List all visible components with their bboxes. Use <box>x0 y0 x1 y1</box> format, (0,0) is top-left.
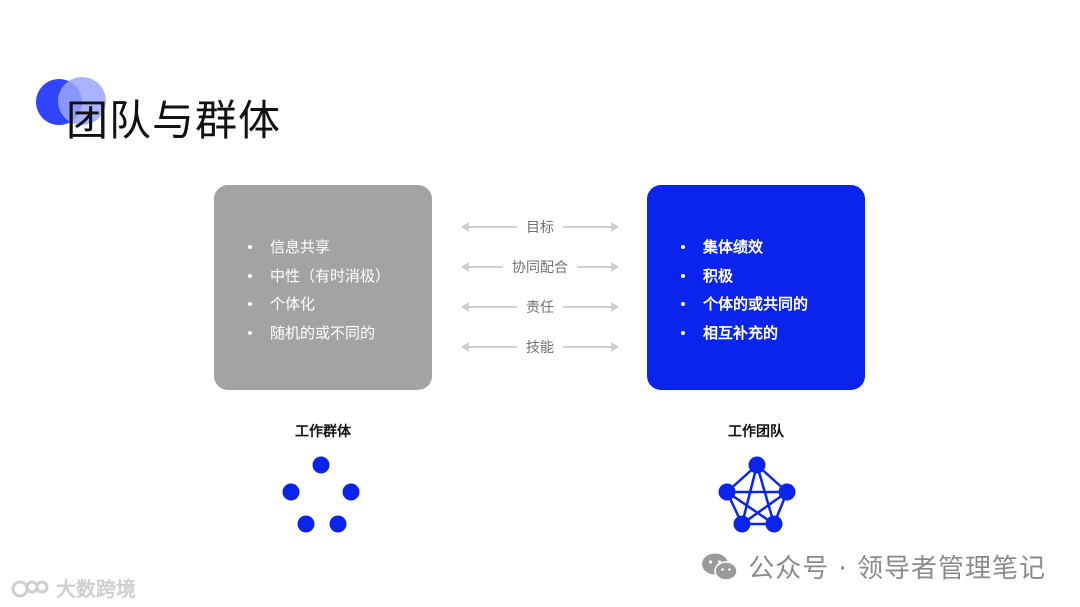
work-group-caption: 工作群体 <box>295 424 351 440</box>
node <box>718 483 736 501</box>
node <box>312 456 330 474</box>
node <box>342 483 360 501</box>
work-group-card: 信息共享 中性（有时消极） 个体化 随机的或不同的 <box>214 185 432 390</box>
list-item: 相互补充的 <box>679 319 865 348</box>
double-arrow-left-icon <box>461 222 517 232</box>
node <box>297 515 315 533</box>
list-item: 随机的或不同的 <box>246 319 432 348</box>
dimension-row-goal: 目标 <box>461 215 619 239</box>
corner-mark-text: 大数跨境 <box>56 577 136 601</box>
double-arrow-right-icon <box>563 222 619 232</box>
work-group-list: 信息共享 中性（有时消极） 个体化 随机的或不同的 <box>246 233 432 347</box>
list-item: 个体化 <box>246 290 432 319</box>
title-decoration <box>36 77 116 137</box>
node <box>778 483 796 501</box>
dimension-label: 责任 <box>526 300 554 316</box>
dimension-row-skills: 技能 <box>461 335 619 359</box>
node <box>329 515 347 533</box>
double-arrow-left-icon <box>461 342 517 352</box>
group-nodes-icon <box>282 456 360 533</box>
dimension-label: 技能 <box>526 340 554 356</box>
team-network-icon <box>718 456 796 533</box>
node <box>748 456 766 474</box>
dimension-label: 目标 <box>526 220 554 236</box>
node <box>733 515 751 533</box>
work-team-caption: 工作团队 <box>728 424 784 440</box>
double-arrow-right-icon <box>563 302 619 312</box>
double-arrow-right-icon <box>577 262 619 272</box>
page-title: 团队与群体 <box>66 96 282 145</box>
list-item: 中性（有时消极） <box>246 262 432 291</box>
wechat-icon <box>702 553 738 581</box>
list-item: 个体的或共同的 <box>679 290 865 319</box>
list-item: 信息共享 <box>246 233 432 262</box>
dimension-row-synergy: 协同配合 <box>461 255 619 279</box>
decor-circle-light <box>58 77 106 125</box>
list-item: 集体绩效 <box>679 233 865 262</box>
dimension-row-accountability: 责任 <box>461 295 619 319</box>
double-arrow-left-icon <box>461 302 517 312</box>
corner-logo <box>11 580 49 597</box>
node <box>282 483 300 501</box>
list-item: 积极 <box>679 262 865 291</box>
double-arrow-left-icon <box>461 262 503 272</box>
node <box>765 515 783 533</box>
dimension-label: 协同配合 <box>512 260 568 276</box>
watermark-text: 公众号 · 领导者管理笔记 <box>748 554 1046 584</box>
work-team-list: 集体绩效 积极 个体的或共同的 相互补充的 <box>679 233 865 347</box>
double-arrow-right-icon <box>563 342 619 352</box>
watermark: 公众号 · 领导者管理笔记 <box>700 548 1046 585</box>
corner-watermark: 大数跨境 <box>10 573 136 602</box>
network-links <box>725 464 789 526</box>
work-team-card: 集体绩效 积极 个体的或共同的 相互补充的 <box>647 185 865 390</box>
